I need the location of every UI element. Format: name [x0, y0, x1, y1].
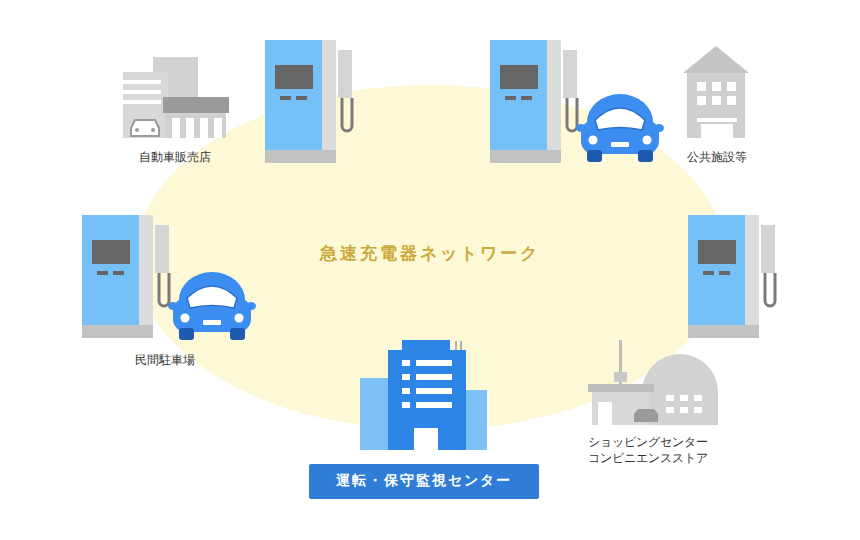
center-label-box: 運転・保守監視センター — [309, 464, 539, 499]
public-facility-icon — [683, 46, 749, 138]
monitoring-center-building-icon — [360, 340, 487, 450]
shopping-center-icon — [588, 340, 718, 425]
site-label: 民間駐車場 — [100, 352, 230, 368]
charger-icon — [265, 40, 352, 163]
dealer-building-icon — [123, 57, 229, 138]
center-title: 運転・保守監視センター — [336, 472, 512, 490]
site-label: ショッピングセンター コンビニエンスストア — [588, 434, 748, 466]
site-label: 公共施設等 — [652, 149, 782, 165]
charger-icon — [688, 215, 775, 338]
ellipse-fill — [135, 85, 725, 430]
site-label: 自動車販売店 — [110, 149, 240, 165]
network-title: 急速充電器ネットワーク — [320, 242, 540, 265]
ev-car-icon — [168, 272, 256, 340]
ev-car-icon — [576, 94, 664, 162]
charger-icon — [490, 40, 577, 163]
charger-icon — [82, 215, 169, 338]
